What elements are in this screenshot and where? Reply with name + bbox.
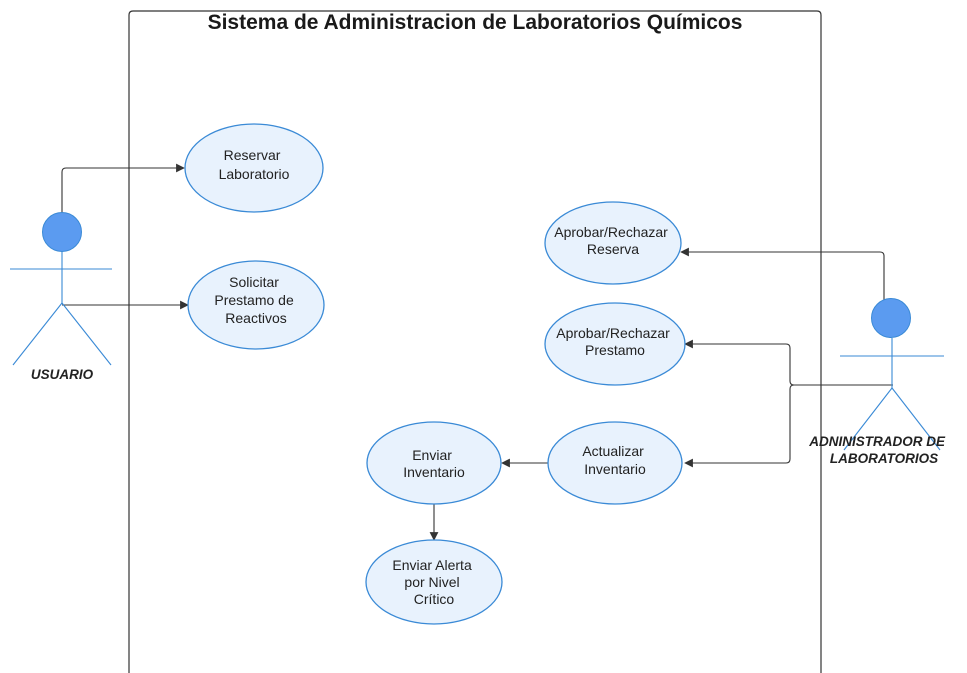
use-case-solicitar-line-2: Prestamo de [214, 292, 294, 308]
connectors [61, 163, 893, 541]
actor-administrador-label-line-1: ADNINISTRADOR DE [808, 434, 946, 449]
use-case-actualizar-line-2: Inventario [584, 461, 646, 477]
use-case-solicitar-line-1: Solicitar [229, 274, 279, 290]
use-case-enviar-alerta-line-3: Crítico [414, 591, 455, 607]
svg-text:ADNINISTRADOR DE LABORAT: ADNINISTRADOR DE LABORATORIOS [808, 434, 949, 466]
svg-text:Enviar Inventario: Enviar Inventario [403, 447, 465, 480]
use-case-aprobar-reserva-line-1: Aprobar/Rechazar [554, 224, 668, 240]
use-case-reservar[interactable]: Reservar Laboratorio [184, 123, 324, 213]
use-case-enviar-alerta-line-2: por Nivel [404, 574, 459, 590]
use-case-reservar-line-2: Laboratorio [219, 166, 290, 182]
actor-administrador-label-line-2: LABORATORIOS [830, 451, 938, 466]
use-case-enviar-alerta[interactable]: Enviar Alerta por Nivel Crítico [365, 539, 503, 625]
use-case-reservar-line-1: Reservar [224, 147, 281, 163]
use-case-aprobar-prestamo[interactable]: Aprobar/Rechazar Prestamo [544, 302, 686, 386]
actor-administrador: ADNINISTRADOR DE LABORATORIOS [808, 298, 949, 466]
svg-text:Enviar Alerta por Nivel: Enviar Alerta por Nivel Crítico [392, 557, 475, 607]
svg-text:Solicitar Prestamo de: Solicitar Prestamo de Reactivos [214, 274, 297, 326]
connector-admin-aprobar-prestamo [684, 339, 893, 386]
use-case-solicitar-line-3: Reactivos [225, 310, 286, 326]
use-case-enviar-alerta-line-1: Enviar Alerta [392, 557, 472, 573]
connector-admin-actualizar [684, 384, 893, 468]
svg-text:Aprobar/Rechazar Reserva: Aprobar/Rechazar Reserva [554, 224, 672, 257]
connector-admin-aprobar-reserva [680, 247, 885, 300]
actor-administrador-head-icon [871, 298, 911, 338]
system-boundary [128, 10, 822, 673]
actor-usuario-head-icon [42, 212, 82, 252]
use-case-actualizar[interactable]: Actualizar Inventario [547, 421, 683, 505]
use-case-solicitar[interactable]: Solicitar Prestamo de Reactivos [187, 260, 325, 350]
actor-usuario: USUARIO [10, 212, 112, 382]
svg-text:USUARIO: USUARIO [31, 367, 94, 382]
use-case-aprobar-reserva-line-2: Reserva [587, 241, 639, 257]
use-case-aprobar-prestamo-line-1: Aprobar/Rechazar [556, 325, 670, 341]
use-case-enviar-inventario-line-2: Inventario [403, 464, 465, 480]
actor-usuario-label: USUARIO [31, 367, 94, 382]
svg-text:Reservar Laboratorio: Reservar Laboratorio [219, 147, 290, 182]
use-case-enviar-inventario[interactable]: Enviar Inventario [366, 421, 502, 505]
use-case-aprobar-reserva[interactable]: Aprobar/Rechazar Reserva [544, 201, 682, 285]
svg-text:Actualizar Inventario: Actualizar Inventario [582, 443, 647, 477]
use-case-enviar-inventario-line-1: Enviar [412, 447, 452, 463]
svg-text:Aprobar/Rechazar Prestam: Aprobar/Rechazar Prestamo [556, 325, 674, 358]
system-title: Sistema de Administracion de Laboratorio… [208, 11, 743, 34]
use-case-aprobar-prestamo-line-2: Prestamo [585, 342, 645, 358]
connector-usuario-reservar [61, 163, 185, 213]
use-case-actualizar-line-1: Actualizar [582, 443, 644, 459]
